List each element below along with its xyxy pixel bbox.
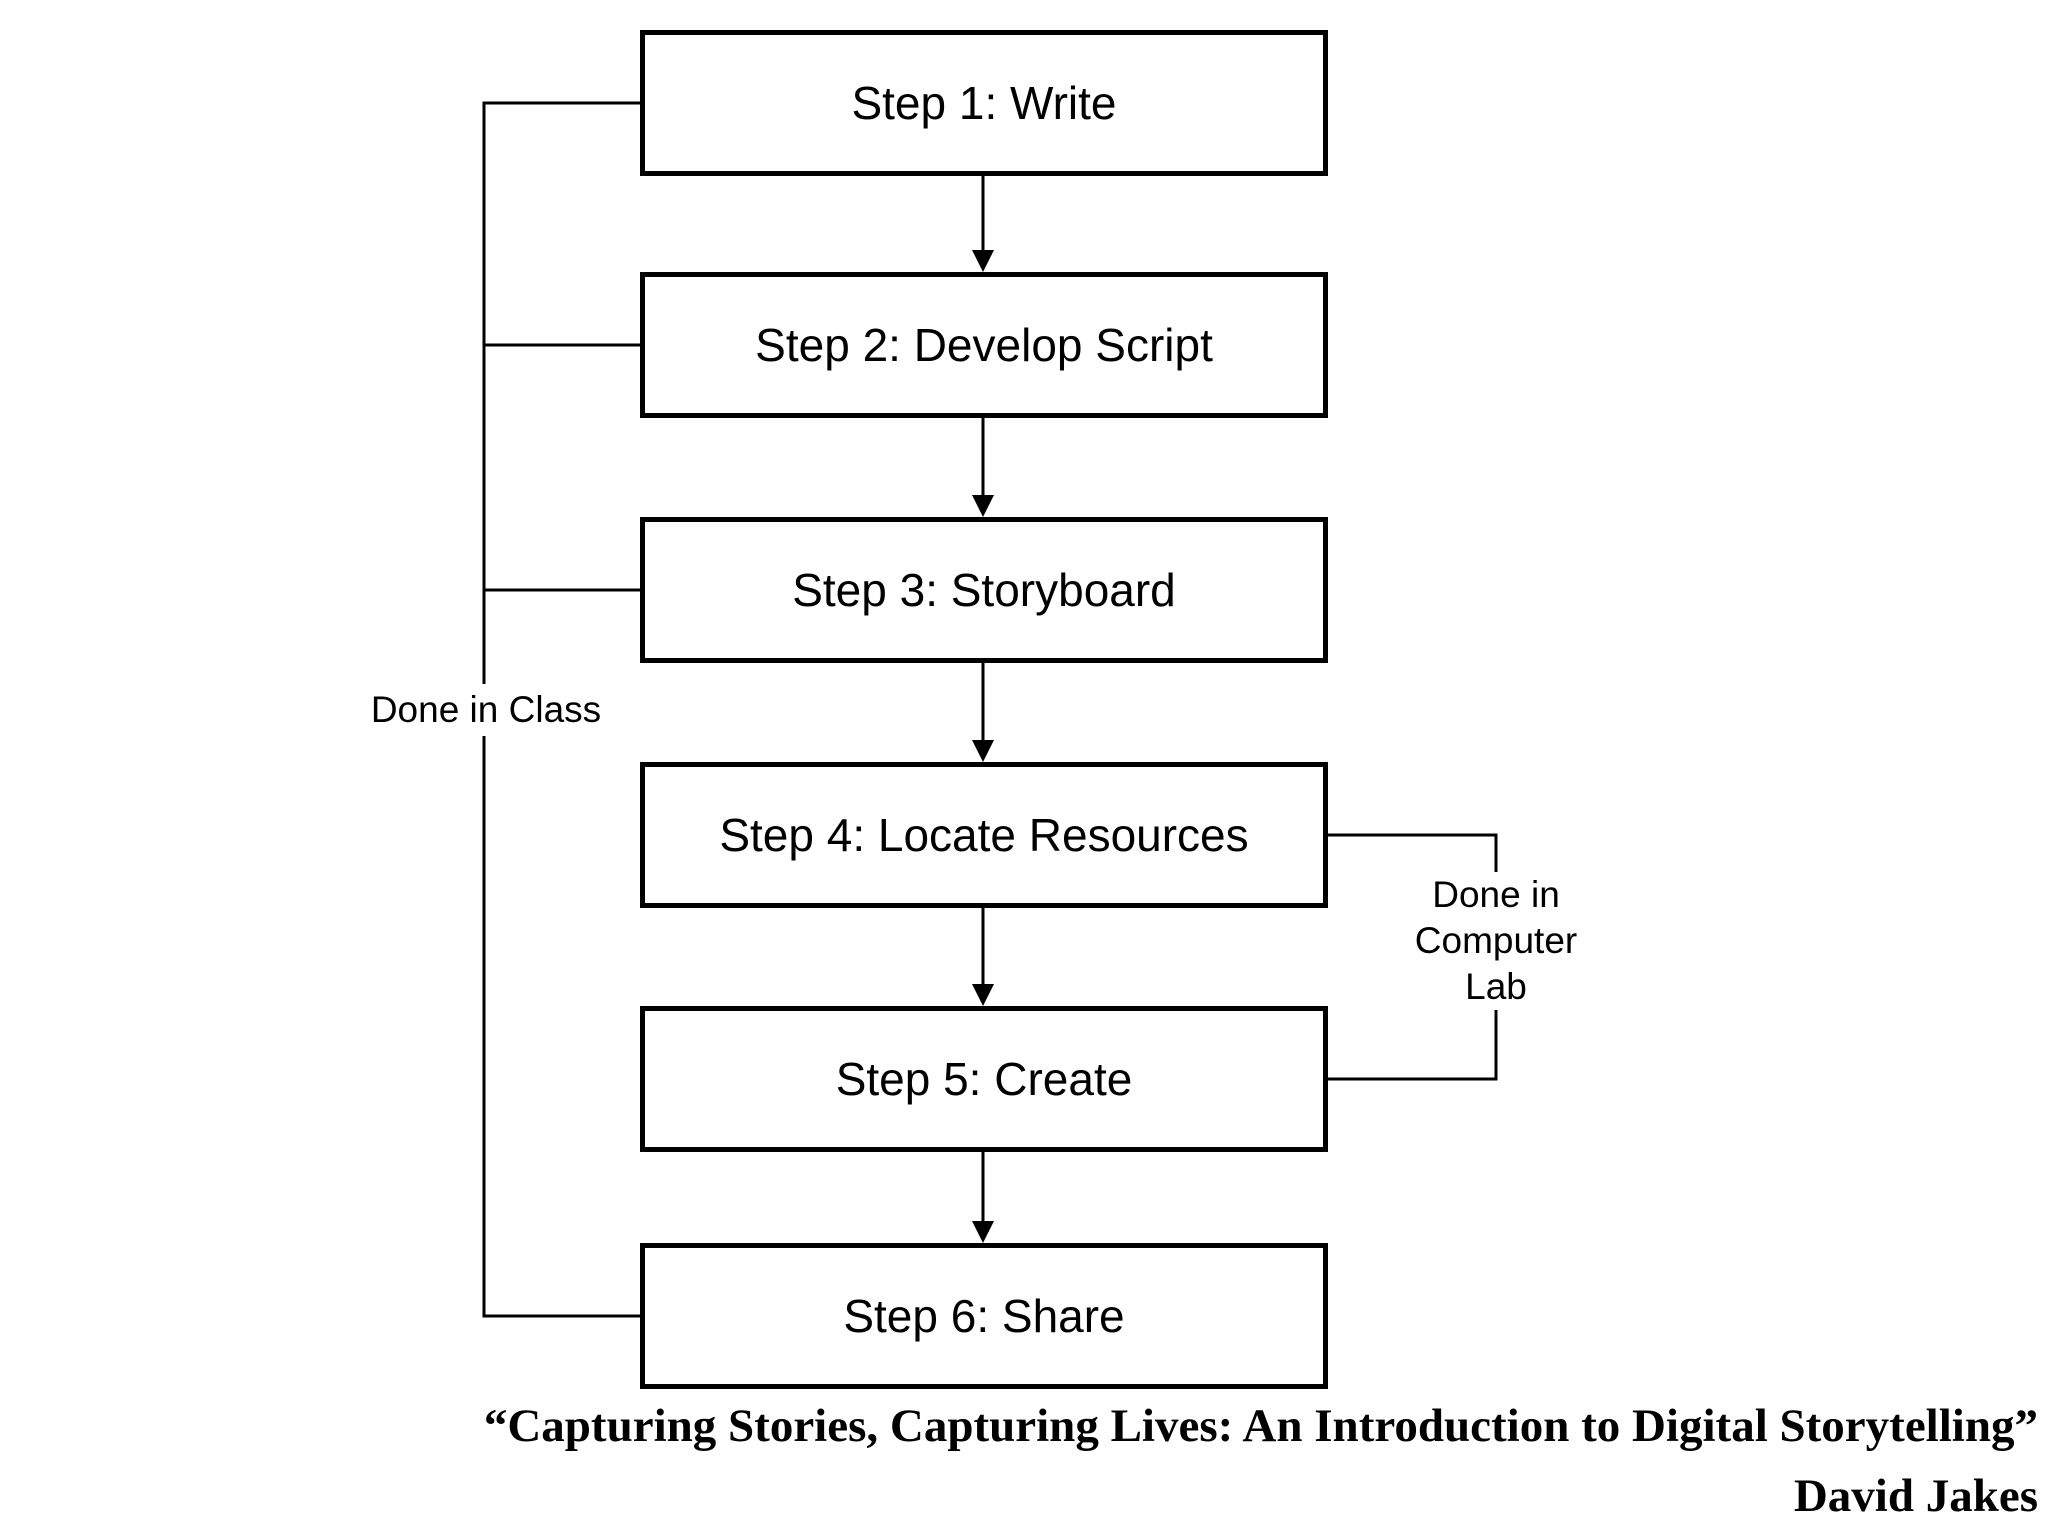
done-in-computer-lab-label: Done in Computer Lab [1366,872,1626,1010]
step-box-6-label: Step 6: Share [843,1290,1125,1342]
step-box-1: Step 1: Write [640,30,1328,176]
step-box-5-label: Step 5: Create [835,1053,1133,1105]
step-box-3-label: Step 3: Storyboard [792,564,1176,616]
step-box-3: Step 3: Storyboard [640,517,1328,663]
step-box-2-label: Step 2: Develop Script [755,319,1213,371]
step-box-1-label: Step 1: Write [851,77,1117,129]
flow-arrowhead-5-6 [972,1221,994,1243]
presentation-title: “Capturing Stories, Capturing Lives: An … [483,1400,2038,1452]
step-box-2: Step 2: Develop Script [640,272,1328,418]
step-box-4-label: Step 4: Locate Resources [719,809,1249,861]
done-in-class-label: Done in Class [324,684,648,736]
step-box-4: Step 4: Locate Resources [640,762,1328,908]
footer: “Capturing Stories, Capturing Lives: An … [484,1398,2038,1524]
flow-arrowhead-4-5 [972,984,994,1006]
done-in-class-text: Done in Class [370,689,602,730]
lab-label-line-1: Done in [1432,874,1560,915]
step-box-5: Step 5: Create [640,1006,1328,1152]
step-box-6: Step 6: Share [640,1243,1328,1389]
lab-label-line-2: Computer [1414,920,1578,961]
presentation-author: David Jakes [1793,1470,2038,1522]
flow-arrowhead-2-3 [972,495,994,517]
flow-arrowhead-3-4 [972,740,994,762]
lab-label-line-3: Lab [1465,966,1527,1007]
flow-arrowhead-1-2 [972,250,994,272]
